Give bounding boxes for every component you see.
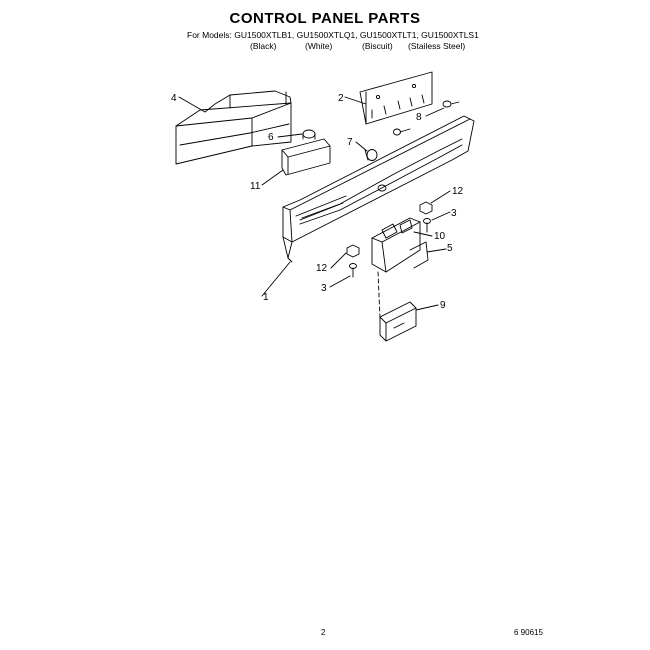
page-title: CONTROL PANEL PARTS: [229, 10, 421, 27]
color-white: (White): [305, 41, 333, 51]
color-stainless: (Stailess Steel): [408, 41, 466, 51]
callout-6: 6: [268, 132, 274, 143]
callout-7: 7: [347, 137, 353, 148]
part-8-screw: [393, 100, 460, 136]
part-5-bracket: [371, 217, 429, 273]
part-11-light-strip: [281, 138, 331, 176]
page-number: 2: [321, 628, 326, 637]
document-code: 6 90615: [514, 628, 543, 637]
callout-8: 8: [416, 112, 422, 123]
callout-1: 1: [263, 292, 269, 303]
callout-9: 9: [440, 300, 446, 311]
part-7-knob: [364, 149, 378, 161]
color-biscuit: (Biscuit): [362, 41, 393, 51]
part-12-nut: [346, 201, 433, 258]
color-black: (Black): [250, 41, 277, 51]
part-1-control-console: [282, 115, 475, 263]
callout-4: 4: [171, 93, 177, 104]
callout-labels: 1 2 3 3 4 5 6 7 8 9 10 11 12 12: [171, 93, 464, 311]
callout-5: 5: [447, 243, 453, 254]
callout-2: 2: [338, 93, 344, 104]
callout-12-lower: 12: [316, 263, 328, 274]
part-9-bracket: [379, 301, 417, 342]
callout-3-upper: 3: [451, 208, 457, 219]
leader-lines: [178, 96, 451, 311]
part-3-screw: [349, 218, 431, 278]
callout-11: 11: [250, 181, 261, 192]
part-6-button: [302, 129, 316, 140]
callout-12-upper: 12: [452, 186, 464, 197]
callout-3-lower: 3: [321, 283, 327, 294]
part-2-circuit-board: [359, 71, 433, 125]
part-4-end-cap: [175, 90, 292, 165]
model-list: For Models: GU1500XTLB1, GU1500XTLQ1, GU…: [187, 30, 479, 40]
callout-10: 10: [434, 231, 446, 242]
